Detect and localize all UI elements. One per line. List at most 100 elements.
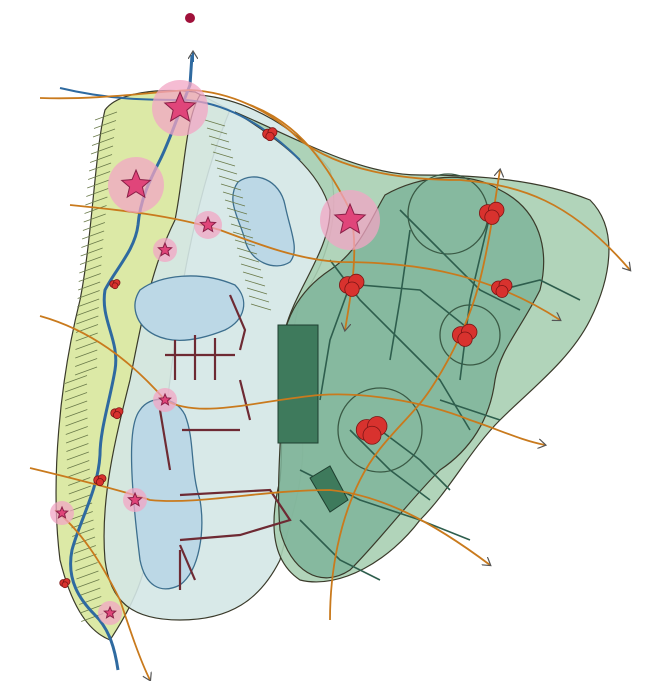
road-segment	[299, 519, 381, 581]
hatch-line	[87, 179, 110, 189]
hatch-line	[86, 188, 109, 197]
road-segment	[389, 229, 411, 361]
hatch-line	[74, 553, 97, 563]
hatch-line	[80, 247, 103, 257]
water-body-middle	[134, 275, 245, 342]
hotspots	[50, 80, 380, 625]
hatch-line	[238, 255, 260, 263]
hatch-line	[79, 264, 102, 274]
hatch-line	[216, 167, 238, 175]
node-cluster	[451, 323, 478, 347]
star-icon	[163, 90, 197, 122]
hatch-line	[65, 400, 88, 410]
node-cluster	[110, 407, 124, 420]
node-part	[265, 131, 275, 142]
hatch-line	[64, 392, 88, 401]
hatch-line	[226, 207, 248, 215]
node-cluster	[93, 474, 107, 487]
road-segment	[349, 429, 431, 501]
hatch-line	[65, 426, 88, 435]
hatch-line	[64, 375, 88, 384]
hatch-line	[220, 183, 242, 191]
star-icon	[333, 202, 367, 234]
hatch-line	[75, 341, 98, 350]
route-line	[29, 467, 490, 565]
road-segment	[319, 284, 351, 401]
road-segment-red	[179, 488, 292, 542]
hatch-line	[79, 256, 103, 265]
hatch-line	[224, 199, 246, 207]
ring-east-2	[337, 387, 423, 473]
hatch-line	[234, 239, 256, 247]
node-part	[362, 425, 382, 445]
hatch-line	[212, 151, 234, 159]
hatch-line	[93, 120, 117, 129]
hatch-line	[85, 196, 108, 206]
hatch-line	[250, 303, 272, 311]
hatch-line	[248, 295, 270, 303]
hatch-line	[70, 511, 93, 520]
hatch-line	[84, 205, 107, 214]
route-line	[69, 204, 560, 320]
hatch-line	[77, 579, 100, 588]
hatch-line	[66, 443, 89, 452]
hatch-line	[76, 315, 99, 325]
hatch-line	[222, 191, 244, 199]
nodes	[59, 127, 513, 589]
road-segment	[499, 279, 581, 301]
hatch-line	[68, 485, 91, 495]
hatch-line	[66, 451, 89, 461]
hatch-line	[88, 162, 112, 172]
hatch-line	[65, 409, 88, 418]
road-segment	[379, 429, 451, 491]
hatch-line	[82, 222, 106, 231]
hatch-line	[83, 213, 106, 223]
north-marker-dot	[185, 13, 195, 23]
star-icon	[158, 392, 172, 406]
hatch-line	[94, 111, 118, 121]
hatch-line	[67, 468, 90, 478]
node-cluster	[338, 273, 365, 297]
building-block-main	[277, 324, 319, 444]
road-segment-red	[158, 409, 172, 471]
hatch-line	[242, 271, 264, 279]
road-segment-red	[238, 379, 252, 421]
hatch-line	[81, 230, 105, 240]
node-part	[111, 282, 119, 290]
hatch-line	[236, 247, 258, 255]
node-cluster	[478, 201, 505, 225]
node-part	[61, 581, 69, 589]
hatch-line	[78, 281, 101, 291]
node-cluster	[491, 278, 513, 298]
hatch-line	[89, 154, 113, 163]
star-icon	[157, 241, 173, 257]
hatch-line	[210, 143, 232, 151]
hatch-line	[76, 307, 99, 316]
node-cluster	[262, 127, 278, 142]
hatch-line	[90, 145, 114, 155]
hatch-line	[67, 460, 90, 469]
hatch-line	[71, 519, 94, 529]
hatch-line	[65, 417, 88, 427]
node-cluster	[109, 279, 121, 290]
hatch-line	[68, 477, 91, 486]
road-segment-red	[228, 294, 247, 351]
hatch-line	[75, 349, 98, 359]
hatch-line	[76, 570, 99, 580]
building-block-small	[309, 465, 349, 513]
hatch-line	[77, 290, 100, 299]
hatch-line	[230, 223, 252, 231]
node-part	[113, 411, 122, 420]
star-icon	[199, 215, 217, 233]
hatch-line	[206, 127, 228, 135]
hatch-line	[240, 263, 262, 271]
node-part	[495, 285, 509, 298]
road-segment	[439, 399, 501, 421]
hatch-line	[65, 434, 89, 444]
hatch-line	[228, 215, 250, 223]
hatch-line	[232, 231, 254, 239]
star-icon	[127, 491, 143, 507]
star-icon	[55, 505, 69, 519]
hatch-line	[81, 239, 104, 248]
